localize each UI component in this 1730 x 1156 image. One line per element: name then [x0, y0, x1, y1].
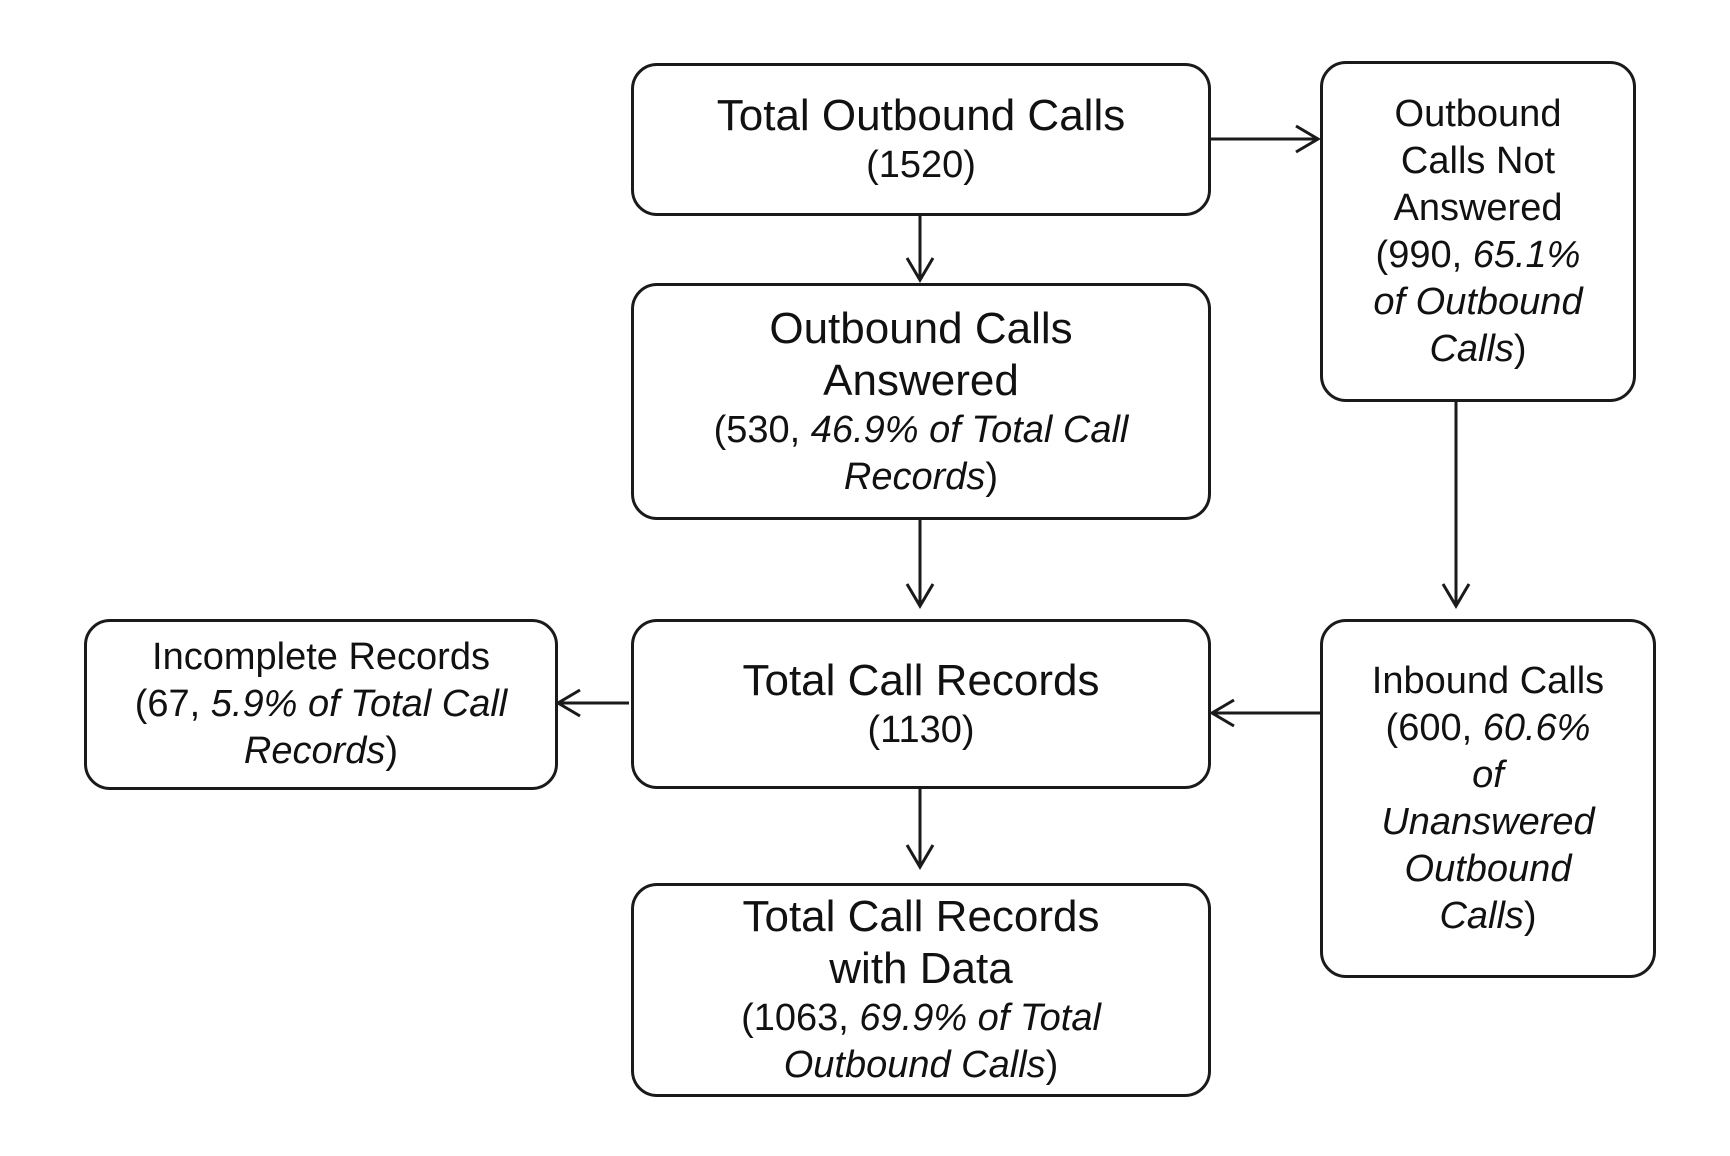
node-title: Calls Not [1400, 139, 1556, 182]
arrow-total-outbound-to-not-answered [1210, 124, 1321, 154]
node-detail: (67, 5.9% of Total Call [134, 683, 508, 725]
node-title: Outbound Calls [769, 303, 1073, 353]
node-title: Total Call Records [742, 892, 1100, 941]
node-detail-percent: of Outbound [1373, 280, 1583, 323]
node-detail: (1063, 69.9% of Total [741, 997, 1101, 1039]
node-detail-percent: Records) [843, 455, 999, 498]
node-title: Total Outbound Calls [716, 91, 1126, 140]
node-detail-percent: Outbound Calls) [783, 1044, 1059, 1086]
node-detail: (990, 65.1% [1375, 233, 1581, 276]
node-detail: (1130) [867, 708, 975, 751]
node-detail-percent: Unanswered [1381, 800, 1595, 843]
node-title: Inbound Calls [1371, 659, 1605, 702]
node-total-outbound-calls: Total Outbound Calls (1520) [631, 63, 1211, 216]
arrow-inbound-to-total-records [1209, 698, 1320, 728]
node-total-call-records: Total Call Records (1130) [631, 619, 1211, 789]
node-detail-percent: Calls) [1429, 327, 1527, 370]
node-detail: (600, 60.6% [1385, 706, 1591, 749]
node-detail-percent: Outbound [1404, 847, 1572, 890]
node-detail-percent: of [1472, 753, 1504, 796]
arrow-total-records-to-with-data [905, 789, 935, 870]
node-detail: (1520) [866, 144, 976, 186]
arrow-answered-to-total-records [905, 520, 935, 609]
node-outbound-calls-not-answered: Outbound Calls Not Answered (990, 65.1% … [1320, 61, 1636, 402]
node-total-call-records-with-data: Total Call Records with Data (1063, 69.9… [631, 883, 1211, 1097]
node-inbound-calls: Inbound Calls (600, 60.6% of Unanswered … [1320, 619, 1656, 978]
node-detail: (530, 46.9% of Total Call [713, 408, 1129, 451]
arrow-total-outbound-to-answered [905, 216, 935, 283]
node-incomplete-records: Incomplete Records (67, 5.9% of Total Ca… [84, 619, 558, 790]
node-title: Answered [1393, 186, 1563, 229]
node-detail-percent: Calls) [1439, 894, 1537, 937]
node-title: with Data [829, 944, 1013, 993]
node-title: Total Call Records [742, 655, 1100, 705]
node-title: Incomplete Records [152, 636, 490, 678]
arrow-total-records-to-incomplete [555, 688, 629, 718]
node-detail-percent: Records) [243, 730, 399, 772]
node-outbound-calls-answered: Outbound Calls Answered (530, 46.9% of T… [631, 283, 1211, 520]
node-title: Answered [823, 355, 1019, 405]
arrow-not-answered-to-inbound [1441, 402, 1471, 609]
node-title: Outbound [1394, 92, 1562, 135]
